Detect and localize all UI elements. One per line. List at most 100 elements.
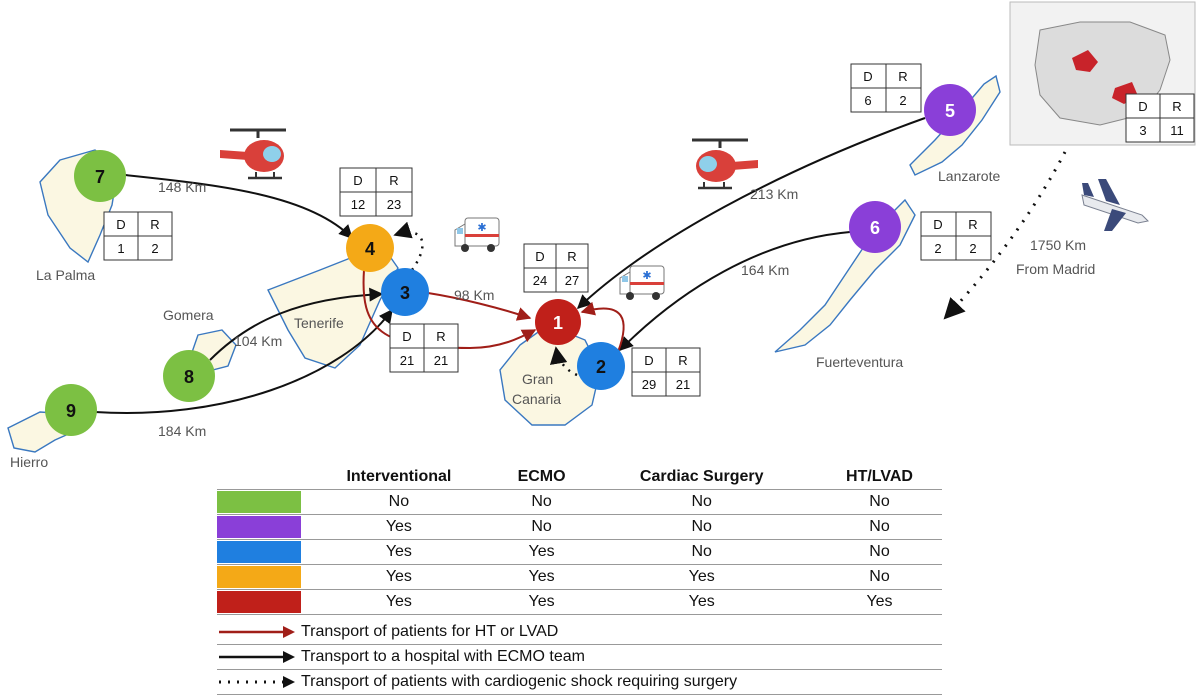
svg-text:7: 7 bbox=[95, 167, 105, 187]
distance-7-4: 148 Km bbox=[158, 179, 206, 195]
distance-madrid-sub: From Madrid bbox=[1016, 261, 1095, 277]
route-2-1-red bbox=[580, 301, 625, 353]
node-circle-6 bbox=[849, 201, 901, 253]
legend-cell: No bbox=[586, 539, 818, 565]
label-hierro: Hierro bbox=[10, 454, 48, 470]
legend-cell: Yes bbox=[586, 589, 818, 615]
hospital-node-4: 4 bbox=[346, 224, 394, 272]
route-madrid bbox=[943, 151, 1067, 320]
svg-text:R: R bbox=[968, 217, 977, 232]
svg-text:R: R bbox=[436, 329, 445, 344]
distance-9-3: 184 Km bbox=[158, 423, 206, 439]
svg-text:21: 21 bbox=[676, 377, 690, 392]
node-circle-3 bbox=[381, 268, 429, 316]
dr-table-node-2: D R 29 21 bbox=[631, 347, 701, 397]
svg-text:3: 3 bbox=[1139, 123, 1146, 138]
node-circle-4 bbox=[346, 224, 394, 272]
svg-text:2: 2 bbox=[899, 93, 906, 108]
hospital-node-9: 9 bbox=[45, 384, 97, 436]
ambulance-icon: ✱ bbox=[454, 217, 500, 252]
svg-text:R: R bbox=[389, 173, 398, 188]
svg-text:5: 5 bbox=[945, 101, 955, 121]
node-circle-1 bbox=[535, 299, 581, 345]
hospital-node-2: 2 bbox=[577, 342, 625, 390]
hospital-node-6: 6 bbox=[849, 201, 901, 253]
svg-text:D: D bbox=[402, 329, 411, 344]
legend-cell: Yes bbox=[301, 564, 497, 590]
legend-cell: Yes bbox=[301, 539, 497, 565]
helicopter-icon bbox=[220, 128, 286, 180]
dr-table-node-3: D R 21 21 bbox=[389, 323, 459, 373]
legend-cell: Yes bbox=[496, 589, 587, 615]
distance-5-1: 213 Km bbox=[750, 186, 798, 202]
arrow-type-legend: Transport of patients for HT or LVAD Tra… bbox=[217, 620, 942, 695]
legend-header-ht-lvad: HT/LVAD bbox=[846, 468, 913, 485]
label-tenerife: Tenerife bbox=[294, 315, 344, 331]
svg-text:✱: ✱ bbox=[477, 222, 486, 234]
dr-table-node-4: D R 12 23 bbox=[339, 167, 413, 217]
node-circle-8 bbox=[163, 350, 215, 402]
node-circle-9 bbox=[45, 384, 97, 436]
svg-text:8: 8 bbox=[184, 367, 194, 387]
hospital-node-3: 3 bbox=[381, 268, 429, 316]
legend-cell: No bbox=[586, 514, 818, 540]
svg-text:R: R bbox=[567, 249, 576, 264]
dr-table-madrid: D R 3 11 bbox=[1125, 93, 1195, 143]
label-la-palma: La Palma bbox=[36, 267, 95, 283]
svg-text:2: 2 bbox=[596, 357, 606, 377]
svg-text:1: 1 bbox=[117, 241, 124, 256]
legend-cell: Yes bbox=[586, 564, 818, 590]
route-3-1-red bbox=[427, 292, 532, 321]
label-lanzarote: Lanzarote bbox=[938, 168, 1000, 184]
svg-text:2: 2 bbox=[934, 241, 941, 256]
arrow-legend-red: Transport of patients for HT or LVAD bbox=[217, 620, 942, 645]
svg-text:29: 29 bbox=[642, 377, 656, 392]
node-circle-2 bbox=[577, 342, 625, 390]
svg-text:R: R bbox=[898, 69, 907, 84]
ambulance-icon: ✱ bbox=[619, 265, 665, 300]
label-fuerteventura: Fuerteventura bbox=[816, 354, 903, 370]
legend-swatch bbox=[217, 564, 301, 590]
svg-text:D: D bbox=[933, 217, 942, 232]
legend-cell: No bbox=[496, 514, 587, 540]
route-5-1 bbox=[576, 117, 926, 309]
distance-madrid: 1750 Km bbox=[1030, 237, 1086, 253]
route-3-4-dotted bbox=[393, 221, 424, 271]
legend-swatch bbox=[217, 489, 301, 515]
svg-text:✱: ✱ bbox=[642, 270, 651, 282]
svg-text:3: 3 bbox=[400, 283, 410, 303]
svg-text:2: 2 bbox=[969, 241, 976, 256]
svg-text:D: D bbox=[353, 173, 362, 188]
svg-text:R: R bbox=[150, 217, 159, 232]
dotted-arrow-icon bbox=[219, 676, 295, 688]
route-6-2 bbox=[619, 231, 851, 351]
route-2-1-dotted bbox=[549, 346, 578, 377]
dr-table-node-7: D R 1 2 bbox=[103, 211, 173, 261]
legend-swatch bbox=[217, 589, 301, 615]
arrow-legend-dotted: Transport of patients with cardiogenic s… bbox=[217, 670, 942, 695]
legend-header-interventional: Interventional bbox=[346, 468, 452, 485]
svg-text:D: D bbox=[644, 353, 653, 368]
legend-cell: No bbox=[817, 514, 942, 540]
distance-6-2: 164 Km bbox=[741, 262, 789, 278]
hospital-node-1: 1 bbox=[535, 299, 581, 345]
legend-header-row: Interventional ECMO Cardiac Surgery HT/L… bbox=[217, 465, 942, 490]
legend-cell: Yes bbox=[496, 564, 587, 590]
legend-cell: No bbox=[817, 564, 942, 590]
node-circle-5 bbox=[924, 84, 976, 136]
svg-text:23: 23 bbox=[387, 197, 401, 212]
svg-text:D: D bbox=[863, 69, 872, 84]
legend-swatch bbox=[217, 514, 301, 540]
arrow-legend-label: Transport to a hospital with ECMO team bbox=[301, 648, 585, 665]
legend-row: Yes Yes Yes Yes bbox=[217, 589, 942, 615]
svg-text:D: D bbox=[116, 217, 125, 232]
hospital-node-5: 5 bbox=[924, 84, 976, 136]
svg-text:9: 9 bbox=[66, 401, 76, 421]
legend-header-cardiac-surgery: Cardiac Surgery bbox=[639, 468, 764, 485]
route-8-3 bbox=[209, 287, 384, 361]
legend-cell: No bbox=[301, 489, 497, 515]
red-arrow-icon bbox=[219, 626, 295, 638]
svg-text:R: R bbox=[1172, 99, 1181, 114]
label-gran: Gran bbox=[522, 371, 553, 387]
svg-text:R: R bbox=[678, 353, 687, 368]
